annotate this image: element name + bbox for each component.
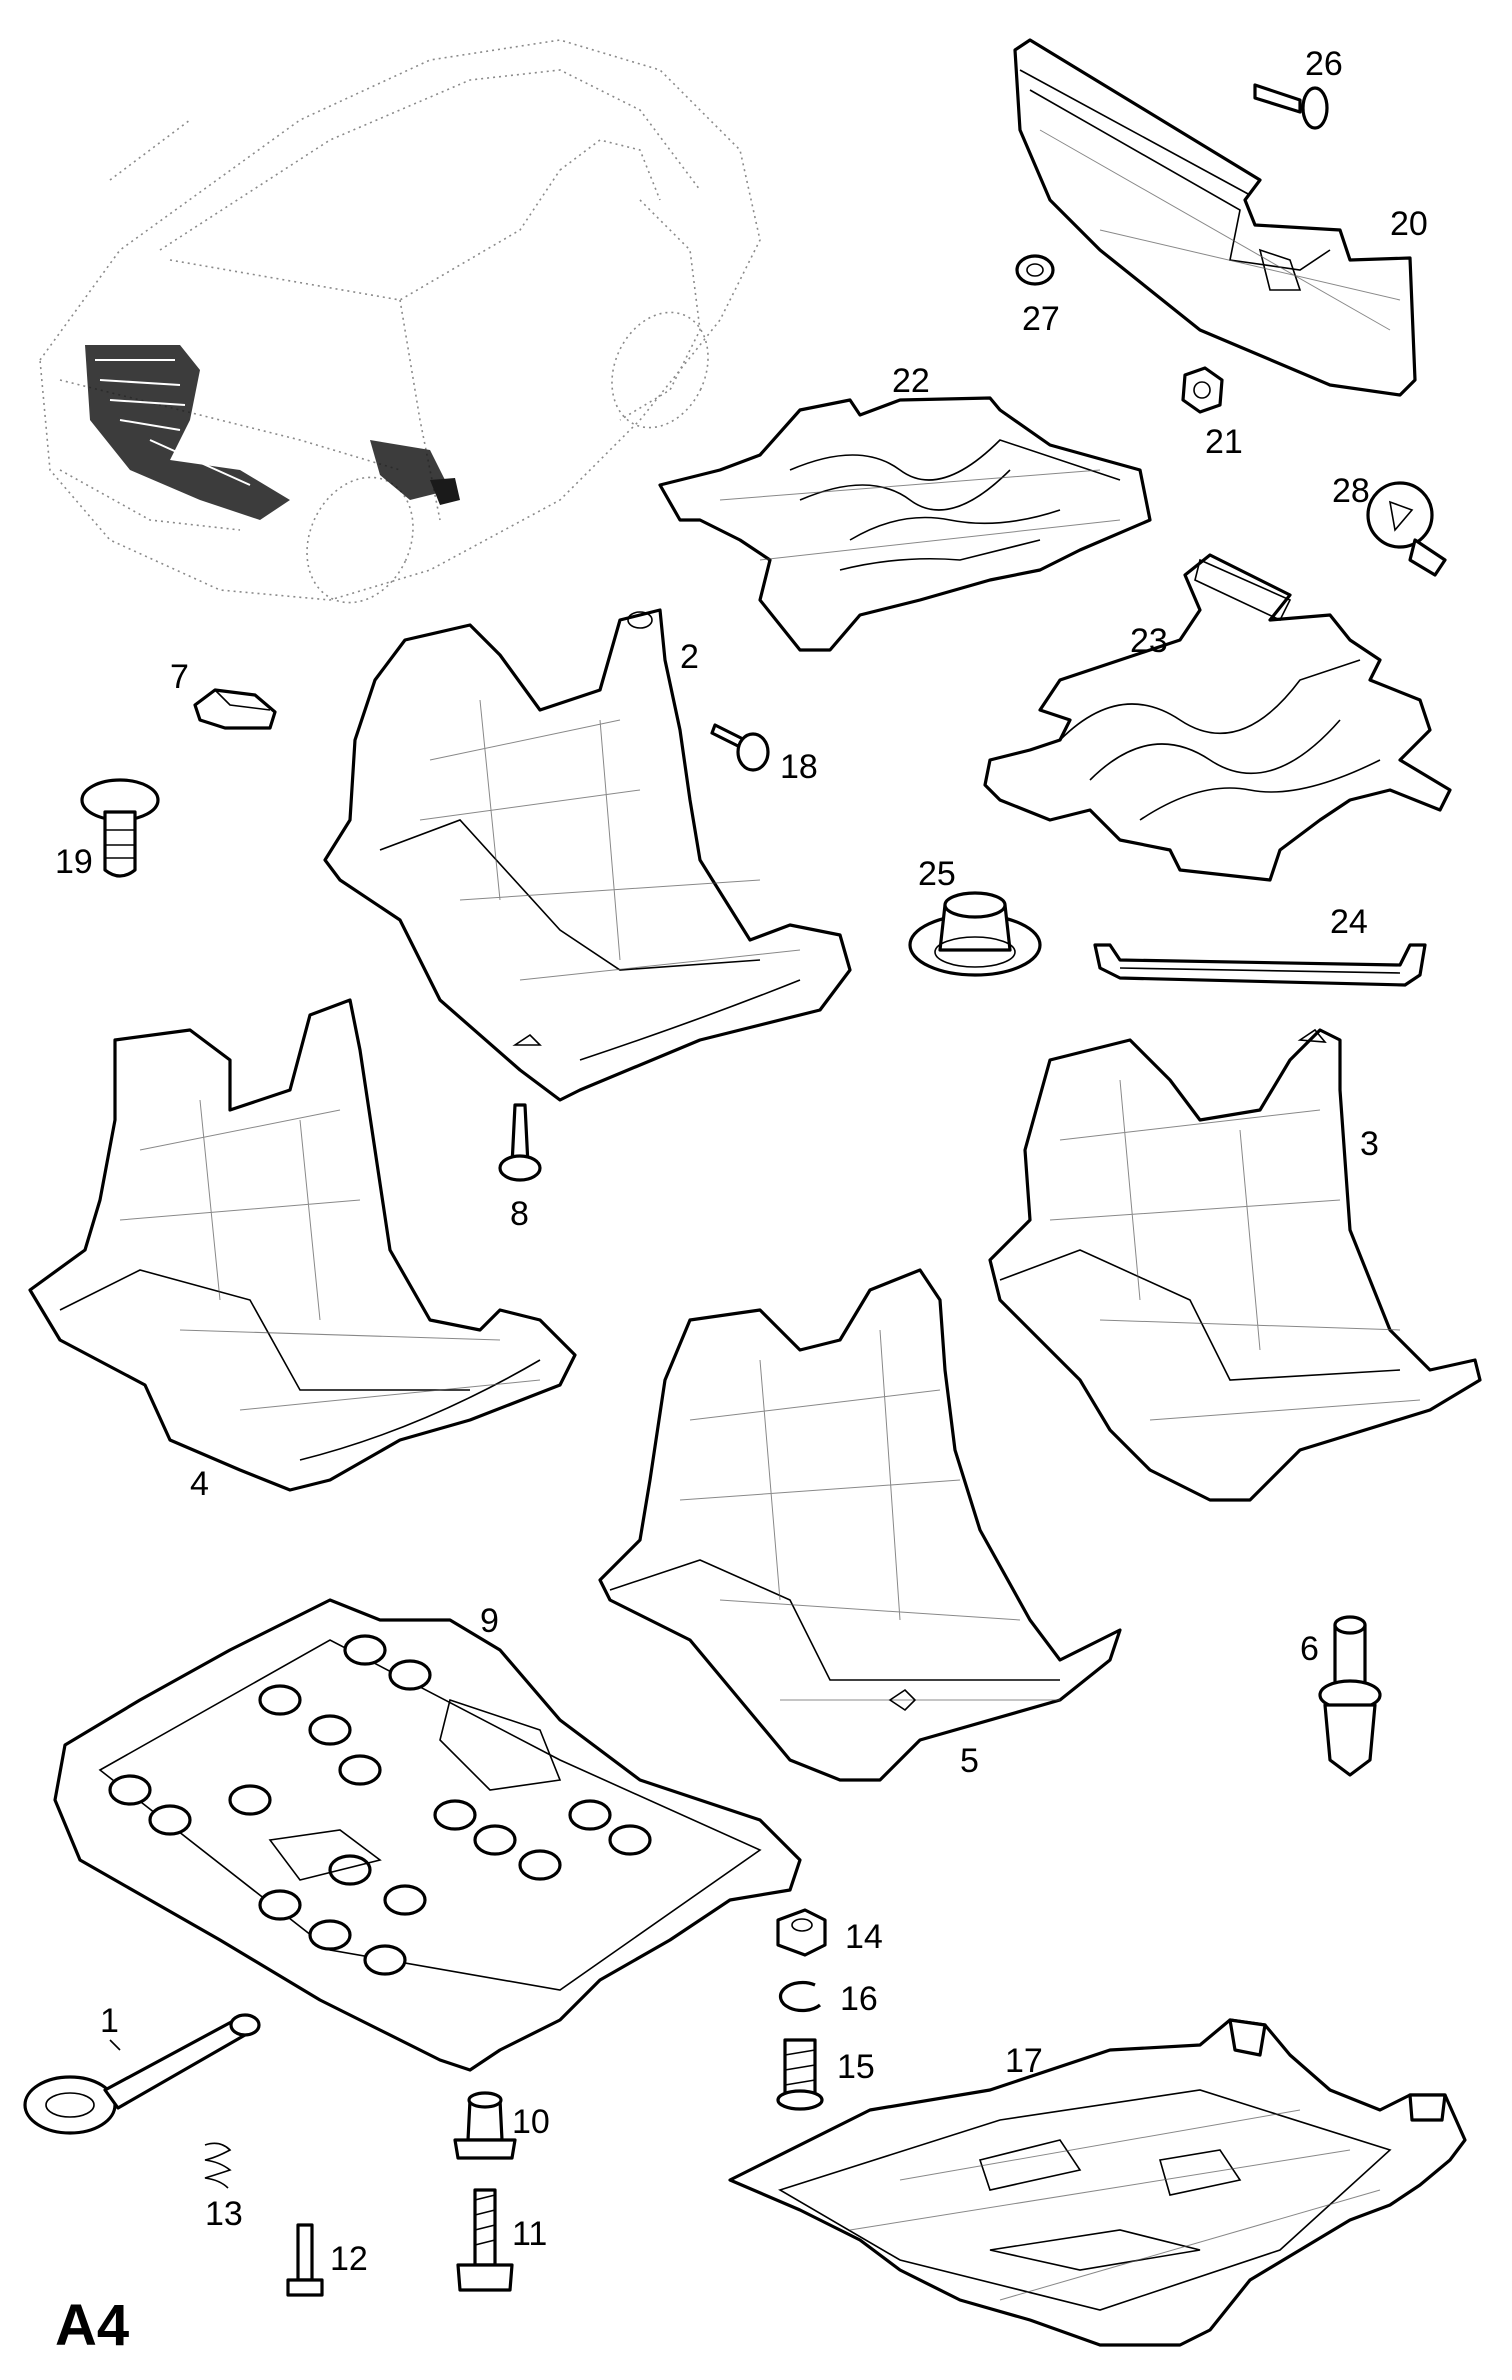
part-27-nut [1015, 254, 1055, 286]
callout-21: 21 [1205, 423, 1243, 461]
part-1-towing-eye [23, 2013, 261, 2135]
callout-8: 8 [510, 1195, 529, 1233]
part-17-underbody-guard [728, 2018, 1467, 2347]
callout-2: 2 [680, 638, 699, 676]
part-21-nut [1181, 366, 1224, 414]
callout-25: 25 [918, 855, 956, 893]
callout-3: 3 [1360, 1125, 1379, 1163]
part-26-screw [1253, 83, 1329, 130]
car-reference-outline [39, 39, 761, 604]
callout-23: 23 [1130, 622, 1168, 660]
part-19-bolt [80, 778, 160, 878]
leader-lines [109, 2039, 121, 2051]
part-12-bolt [286, 2223, 324, 2297]
part-14-nut [776, 1908, 827, 1957]
callout-9: 9 [480, 1602, 499, 1640]
part-23-heat-shield [983, 553, 1452, 882]
part-2-splash-shield [323, 608, 852, 1102]
part-16-clip-ring [778, 1980, 822, 2013]
part-18-screw [710, 723, 770, 772]
callout-15: 15 [837, 2048, 875, 2086]
callout-1: 1 [100, 2002, 119, 2040]
part-3-splash-shield [988, 1028, 1482, 1502]
part-6-push-clip [1318, 1615, 1382, 1777]
part-20-cover-panel [1013, 38, 1417, 397]
callout-27: 27 [1022, 300, 1060, 338]
part-9-underbody-guard [53, 1598, 802, 2072]
callout-22: 22 [892, 362, 930, 400]
callout-26: 26 [1305, 45, 1343, 83]
callout-16: 16 [840, 1980, 878, 2018]
part-5-splash-shield [598, 1268, 1122, 1782]
callout-20: 20 [1390, 205, 1428, 243]
callout-17: 17 [1005, 2042, 1043, 2080]
car-underbody-highlight-front [85, 345, 290, 520]
guard-9-holes [108, 1634, 652, 1976]
part-10-nut [453, 2091, 517, 2160]
callout-7: 7 [170, 658, 189, 696]
part-4-splash-shield [28, 998, 577, 1492]
diagram-code: A4 [55, 2293, 129, 2358]
callout-28: 28 [1332, 472, 1370, 510]
car-underbody-highlight-rear [370, 440, 460, 505]
callout-18: 18 [780, 748, 818, 786]
part-7-clip [193, 688, 277, 730]
part-15-bolt [776, 2038, 824, 2111]
callout-6: 6 [1300, 1630, 1319, 1668]
callout-12: 12 [330, 2240, 368, 2278]
callout-11: 11 [512, 2215, 547, 2253]
part-28-clip [1366, 481, 1447, 577]
callout-10: 10 [512, 2103, 550, 2141]
part-22-heat-shield [658, 396, 1152, 652]
part-25-grommet [908, 891, 1042, 977]
part-8-screw [498, 1103, 542, 1182]
callout-14: 14 [845, 1918, 883, 1956]
callout-13: 13 [205, 2195, 243, 2233]
part-24-strap [1093, 943, 1427, 987]
callout-labels: 1 2 3 4 5 6 7 8 9 10 11 12 13 14 15 16 1… [55, 45, 1428, 2278]
part-11-bolt [456, 2188, 514, 2292]
callout-19: 19 [55, 843, 93, 881]
callout-4: 4 [190, 1465, 209, 1503]
callout-5: 5 [960, 1742, 979, 1780]
callout-24: 24 [1330, 903, 1368, 941]
part-13-spring [204, 2142, 232, 2189]
